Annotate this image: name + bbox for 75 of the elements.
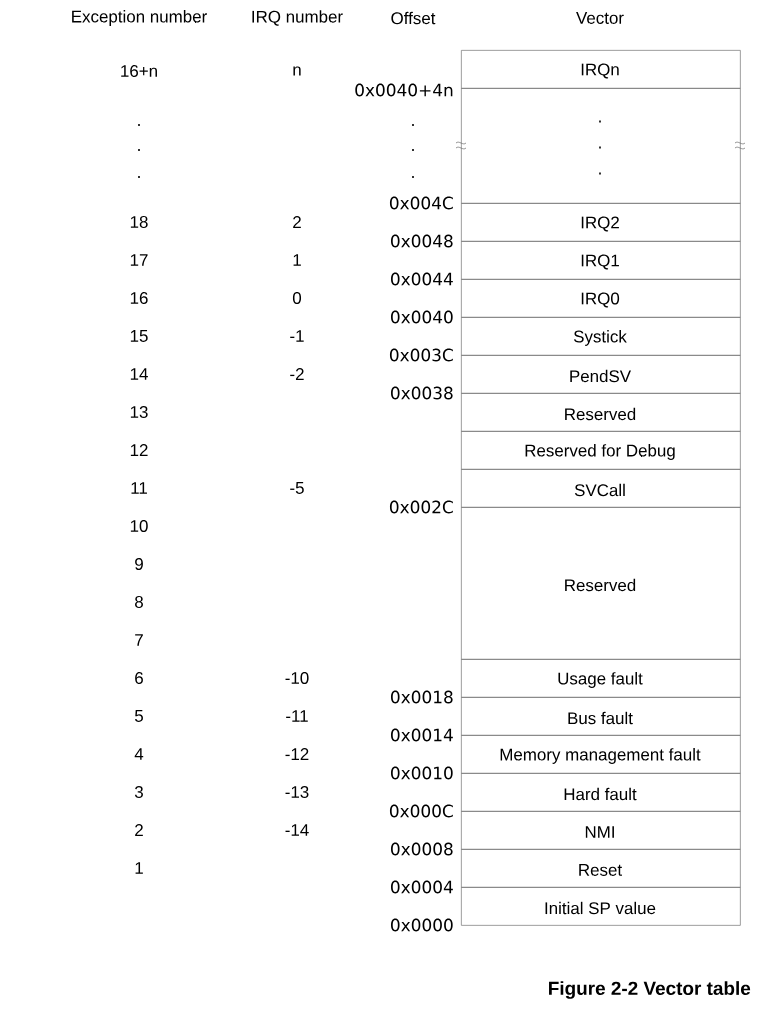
row-number: 5 [134, 710, 143, 722]
offset-label: 0x0010 [391, 766, 453, 780]
row-number: -14 [285, 824, 309, 836]
row-number: 0 [292, 292, 302, 304]
row-number: -10 [285, 672, 309, 684]
row-number: 12 [130, 444, 148, 456]
row-number: 9 [135, 558, 143, 570]
offset-label: 0x002C [389, 500, 453, 514]
row-number: 1 [293, 254, 301, 266]
table-cell: NMI [461, 811, 741, 850]
dot: . [412, 149, 414, 151]
offset-label: 0x0038 [391, 386, 453, 400]
row-number: -1 [290, 330, 304, 342]
row-number: 3 [134, 786, 143, 798]
offset-label: 0x000C [389, 804, 453, 818]
row-number: 2 [293, 216, 301, 228]
table-cell: Memory management fault [461, 735, 741, 774]
offset-label: 0x0018 [391, 690, 453, 704]
row-number: -12 [285, 748, 309, 760]
row-number: 1 [135, 862, 143, 874]
table-cell: SVCall [461, 469, 741, 508]
table-cell: PendSV [461, 355, 741, 394]
offset-label: 0x0004 [391, 880, 453, 894]
row-number: 16+n [121, 65, 157, 77]
row-number: 13 [130, 406, 148, 418]
row-number: . [138, 124, 140, 126]
offset-label: 0x0040+4n [355, 83, 453, 97]
offset-label: 0x0008 [391, 842, 453, 856]
dot: . [412, 176, 414, 178]
offset-label: 0x0048 [391, 234, 453, 248]
table-cell: IRQ2 [461, 203, 741, 242]
row-number: 11 [131, 482, 147, 494]
table-cell: . . . [461, 88, 741, 204]
row-number: 4 [134, 748, 144, 760]
table-cell: Systick [461, 317, 741, 356]
dot: . [412, 124, 414, 126]
row-number: -2 [290, 368, 304, 380]
row-number: 14 [130, 368, 148, 380]
row-number: 16 [130, 292, 148, 304]
figure-caption: Figure 2-2 Vector table [549, 981, 751, 999]
row-number: n [293, 66, 301, 76]
table-cell: Reserved for Debug [461, 431, 741, 470]
row-number: 6 [135, 672, 143, 684]
offset-label: 0x0000 [391, 918, 453, 932]
table-cell: IRQ0 [461, 279, 741, 318]
column-heading: Exception number [72, 10, 207, 26]
row-number: . [138, 176, 140, 178]
row-number: -11 [286, 710, 308, 722]
table-cell: Bus fault [461, 697, 741, 736]
table-cell: IRQ1 [461, 241, 741, 280]
table-cell: Usage fault [461, 659, 741, 698]
table-cell: Reserved [461, 393, 741, 432]
row-number: 17 [130, 254, 148, 266]
table-cell: IRQn [461, 50, 741, 89]
row-number: 2 [135, 824, 143, 836]
row-number: . [138, 149, 140, 151]
table-cell: Hard fault [461, 773, 741, 812]
offset-label: 0x003C [389, 348, 453, 362]
column-heading: Vector [576, 12, 624, 24]
row-number: -13 [285, 786, 309, 798]
table-cell: Reset [461, 849, 741, 888]
table-cell: Reserved [461, 507, 741, 660]
row-number: 10 [130, 520, 148, 532]
row-number: 18 [130, 216, 148, 228]
row-number: -5 [290, 482, 304, 494]
row-number: 15 [130, 330, 148, 342]
offset-label: 0x0040 [391, 310, 453, 324]
offset-label: 0x0044 [391, 272, 453, 286]
column-heading: Offset [391, 11, 436, 25]
table-cell: Initial SP value [461, 887, 741, 926]
offset-label: 0x0014 [391, 728, 453, 742]
offset-label: 0x004C [389, 196, 453, 210]
row-number: 8 [135, 596, 143, 608]
column-heading: IRQ number [252, 10, 343, 26]
row-number: 7 [135, 634, 143, 646]
